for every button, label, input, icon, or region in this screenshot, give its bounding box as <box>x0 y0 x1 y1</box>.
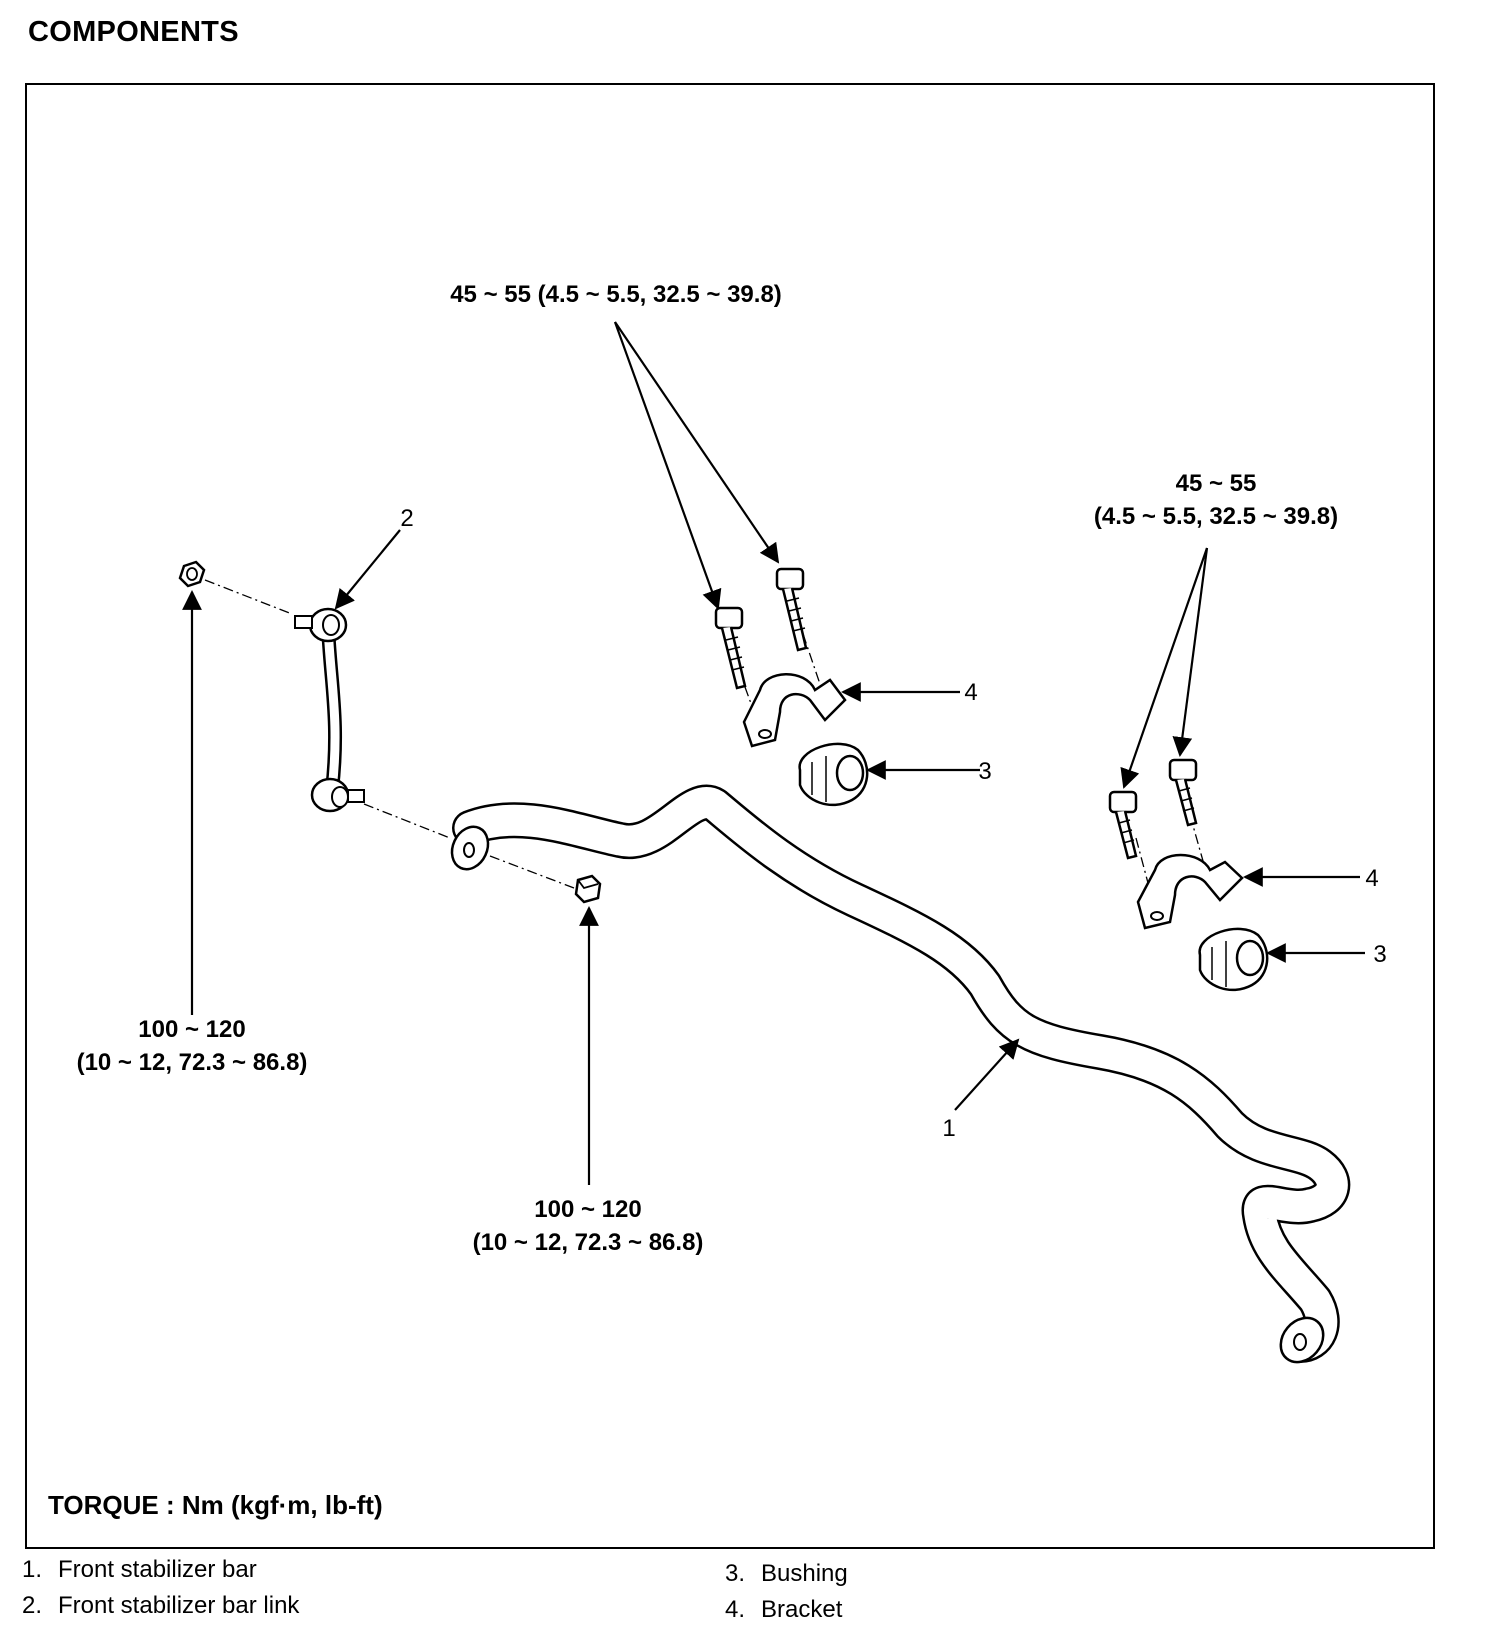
assembly-lines <box>204 579 1206 899</box>
legend-label: Front stabilizer bar link <box>58 1592 300 1619</box>
legend-item-1: 1. Front stabilizer bar <box>22 1556 257 1584</box>
link-nut-lower <box>574 874 602 904</box>
callout-4-bracket-left: 4 <box>964 679 977 706</box>
bracket-bolt-right-a <box>1108 790 1138 860</box>
leader-arrows <box>182 321 1365 1185</box>
torque-label-link-nut-upper-line2: (10 ~ 12, 72.3 ~ 86.8) <box>77 1049 308 1076</box>
legend-number: 4. <box>725 1596 746 1623</box>
bracket-right <box>1136 853 1244 930</box>
legend-label: Bracket <box>761 1596 843 1623</box>
legend-item-3: 3. Bushing <box>725 1560 848 1588</box>
link-nut-upper <box>178 560 206 588</box>
stabilizer-bar-link <box>294 607 365 813</box>
legend-item-2: 2. Front stabilizer bar link <box>22 1592 299 1620</box>
legend-number: 1. <box>22 1556 43 1583</box>
bar-end-eye-right <box>1279 1316 1325 1364</box>
bushing-right <box>1198 927 1269 992</box>
bracket-bolt-left-b <box>775 567 808 652</box>
torque-label-bracket-bolts-left: 45 ~ 55 (4.5 ~ 5.5, 32.5 ~ 39.8) <box>450 281 782 308</box>
page-title: COMPONENTS <box>28 16 239 48</box>
legend-label: Bushing <box>761 1560 848 1587</box>
bar-end-eye-left <box>450 825 490 871</box>
stabilizer-bar <box>452 784 1351 1363</box>
diagram-frame <box>25 83 1435 1549</box>
callout-3-bushing-left: 3 <box>978 758 991 785</box>
torque-label-bracket-bolts-right-line2: (4.5 ~ 5.5, 32.5 ~ 39.8) <box>1094 503 1338 530</box>
callout-3-bushing-right: 3 <box>1373 941 1386 968</box>
torque-label-link-nut-upper-line1: 100 ~ 120 <box>138 1016 245 1043</box>
callout-2-link: 2 <box>400 505 413 532</box>
torque-label-link-nut-lower-line1: 100 ~ 120 <box>534 1196 641 1223</box>
callout-4-bracket-right: 4 <box>1365 865 1378 892</box>
callout-1-bar: 1 <box>942 1115 955 1142</box>
torque-label-link-nut-lower-line2: (10 ~ 12, 72.3 ~ 86.8) <box>473 1229 704 1256</box>
legend-number: 3. <box>725 1560 746 1587</box>
bracket-left <box>742 673 847 748</box>
bracket-bolt-left-a <box>714 606 747 690</box>
legend-number: 2. <box>22 1592 43 1619</box>
bracket-bolt-right-b <box>1168 758 1198 827</box>
legend-item-4: 4. Bracket <box>725 1596 842 1624</box>
torque-units-note: TORQUE : Nm (kgf·m, lb-ft) <box>48 1490 383 1520</box>
legend-label: Front stabilizer bar <box>58 1556 257 1583</box>
torque-label-bracket-bolts-right-line1: 45 ~ 55 <box>1176 470 1257 497</box>
bushing-left <box>798 742 869 807</box>
